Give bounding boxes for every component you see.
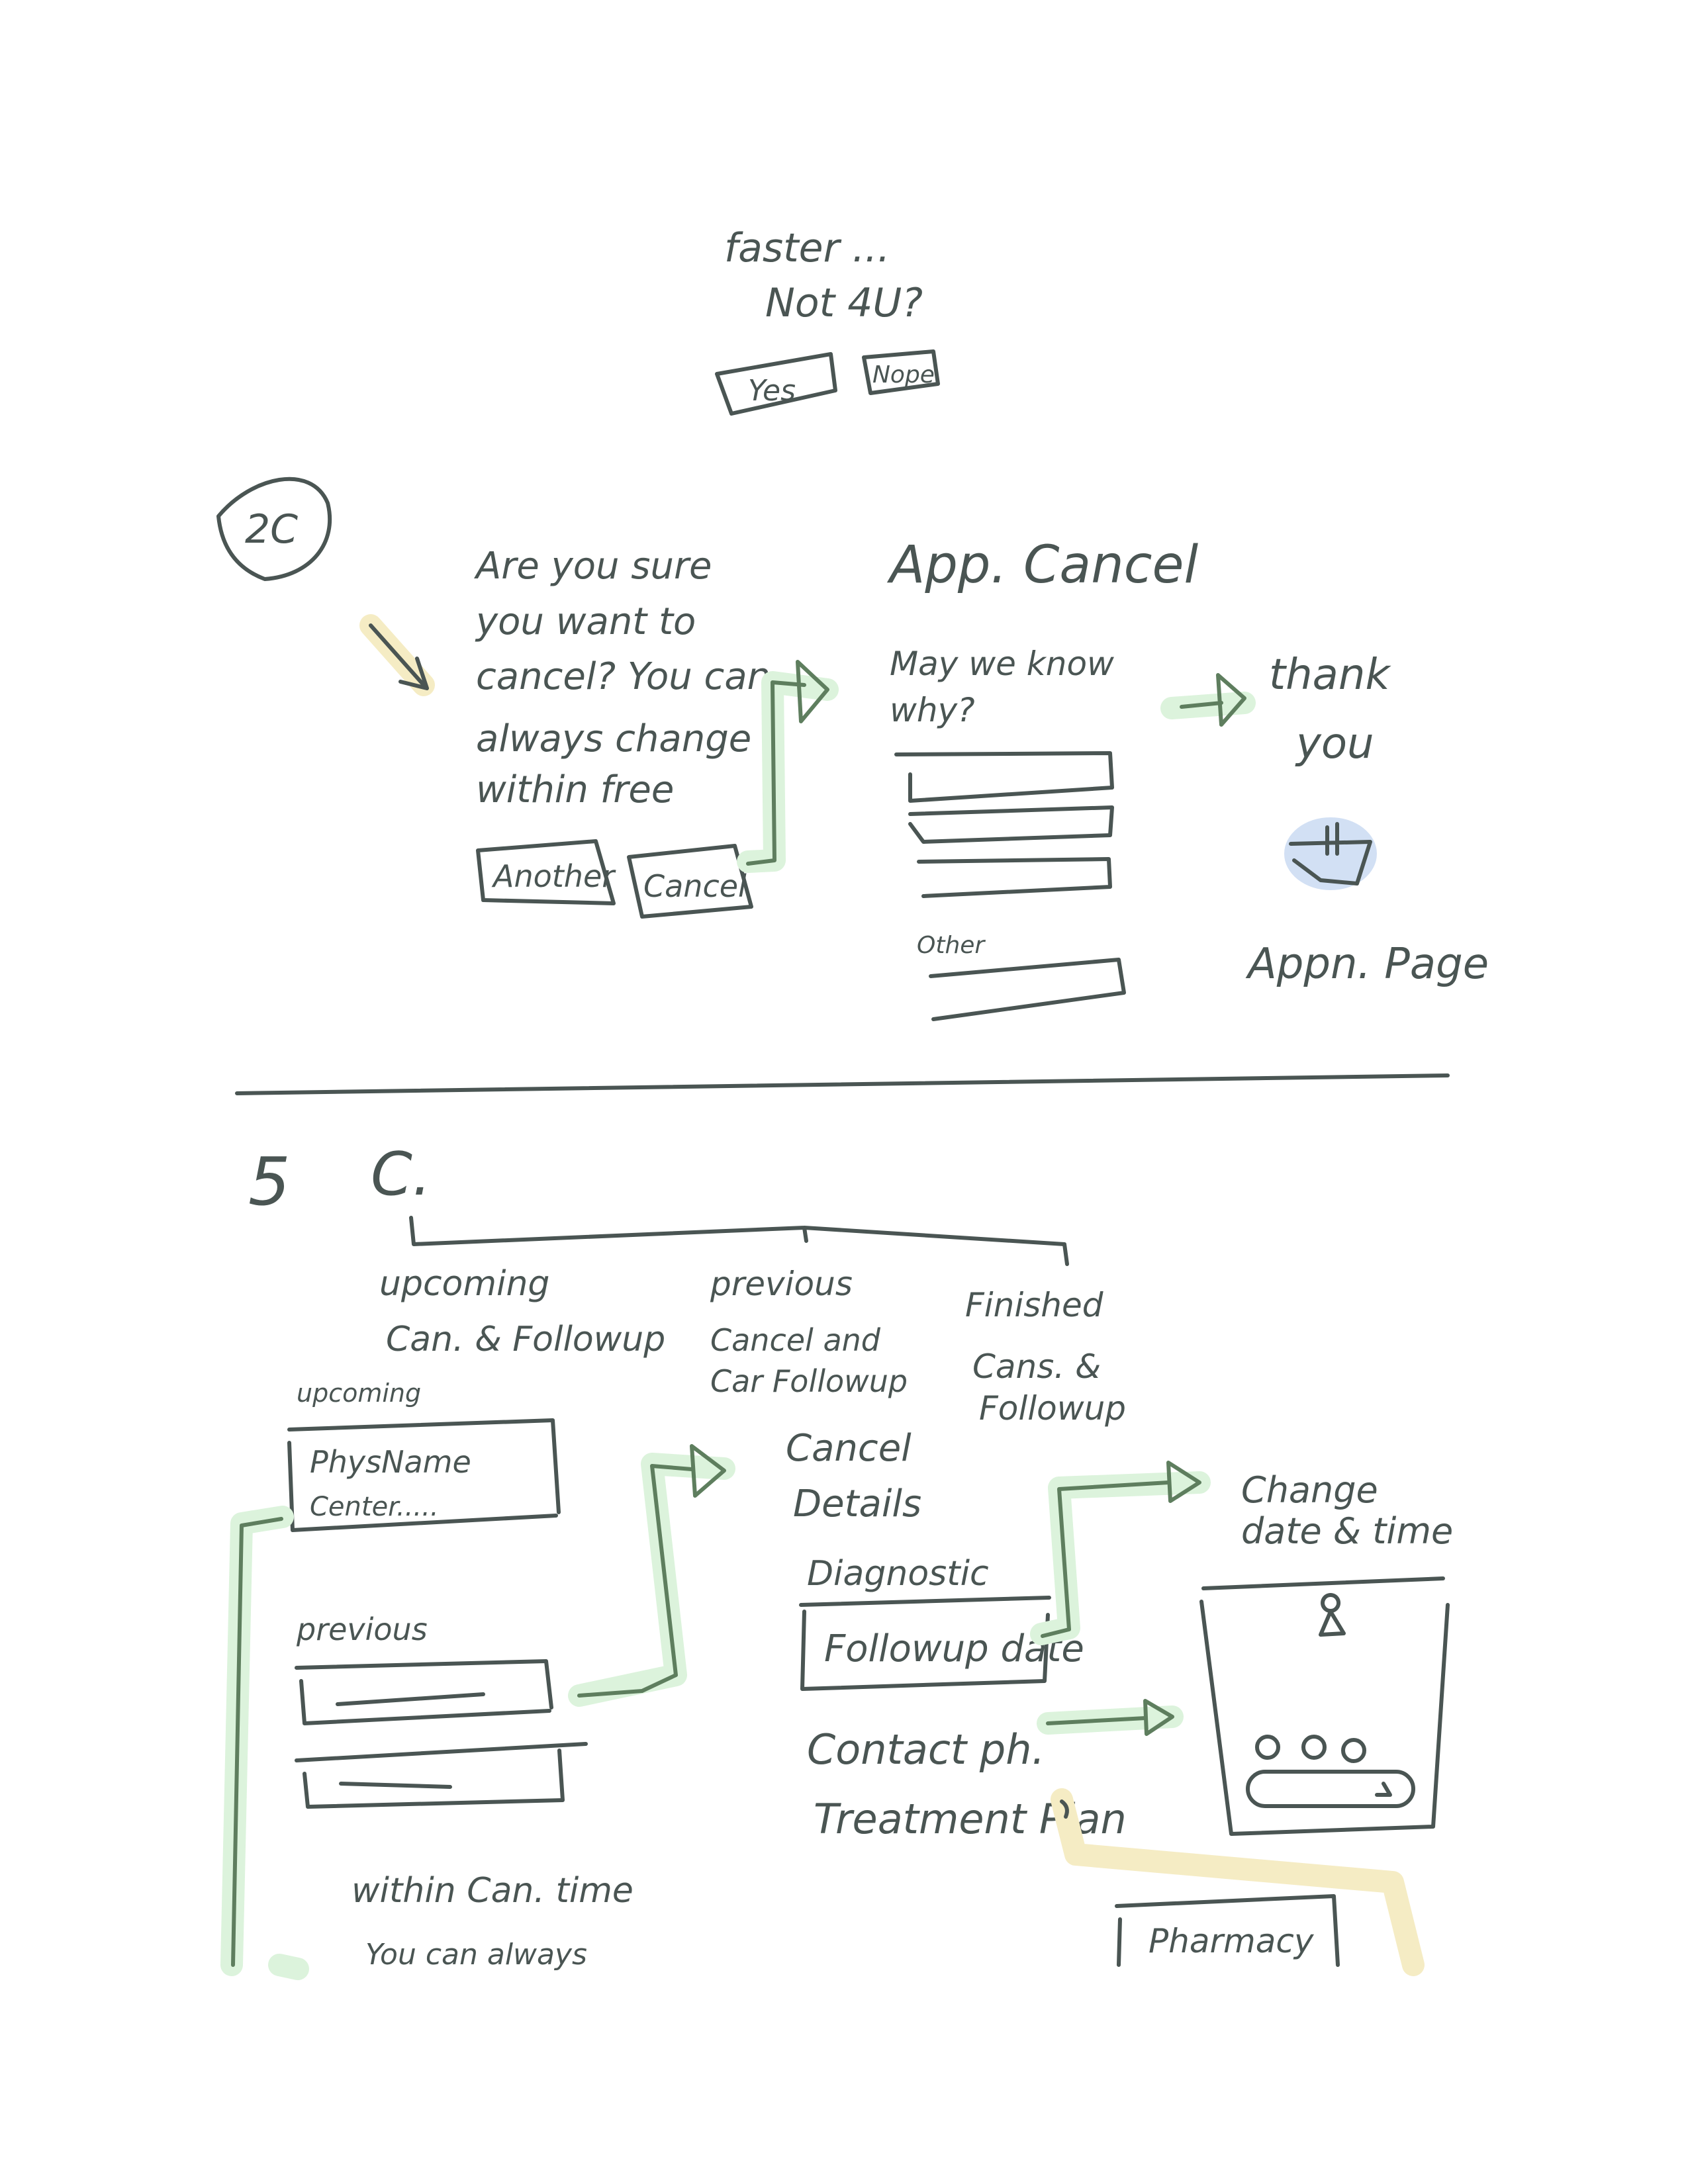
question-line: why? <box>890 691 975 729</box>
previous-card[interactable] <box>295 1659 553 1725</box>
category-label: Car Followup <box>710 1363 908 1399</box>
another-label: Another <box>491 858 616 894</box>
pharmacy-label: Pharmacy <box>1149 1922 1315 1960</box>
faster-text: faster ... <box>724 225 890 271</box>
you-can-text: You can always <box>365 1938 587 1972</box>
flow-arrow-icon <box>1030 1461 1211 1736</box>
reason-option[interactable] <box>908 805 1114 844</box>
top-prompt: faster ... Not 4U? Yes Nope <box>715 225 940 416</box>
category-upcoming[interactable]: upcoming Can. & Followup <box>379 1264 665 1359</box>
yes-label: Yes <box>748 374 796 408</box>
center-name: Center..... <box>310 1492 439 1522</box>
section-5c: 5 C. upcoming Can. & Followup previous C… <box>220 1140 1453 1980</box>
other-label: Other <box>917 932 986 959</box>
pharmacy-card[interactable]: Pharmacy <box>1115 1894 1340 1967</box>
confirm-line: always change <box>476 717 751 760</box>
confirm-line: within free <box>476 768 674 811</box>
category-label: upcoming <box>379 1264 549 1304</box>
not-for-you-text: Not 4U? <box>765 280 923 326</box>
section-number: 5 <box>248 1143 291 1220</box>
previous-card[interactable] <box>295 1742 588 1809</box>
category-label: Followup <box>979 1389 1126 1428</box>
app-page-label: Appn. Page <box>1245 940 1489 989</box>
change-date-screen: Change date & time <box>1199 1469 1453 1836</box>
within-text: within Can. time <box>352 1871 633 1911</box>
flow-arrow-icon <box>1160 673 1256 727</box>
section-title: C. <box>371 1140 431 1209</box>
confirm-line: you want to <box>475 600 696 643</box>
upcoming-card[interactable]: PhysName Center..... <box>287 1418 561 1532</box>
category-previous[interactable]: previous Cancel and Car Followup <box>710 1265 908 1399</box>
confirm-line: cancel? You can <box>476 655 771 698</box>
section-2c: 2C Are you sure you want to cancel? You … <box>216 477 1489 1021</box>
thanks-line: thank <box>1269 651 1391 700</box>
change-title: Change <box>1241 1469 1378 1511</box>
thank-you-screen: thank you Appn. Page <box>1245 651 1489 989</box>
app-cancel-screen: App. Cancel May we know why? Other <box>886 535 1199 1021</box>
diagnostic-label: Diagnostic <box>807 1554 989 1594</box>
change-title: date & time <box>1241 1510 1453 1552</box>
yes-button[interactable]: Yes <box>715 352 837 416</box>
thumbs-up-icon <box>1284 817 1377 890</box>
question-line: May we know <box>890 645 1114 683</box>
category-label: Finished <box>965 1286 1103 1324</box>
cancel-confirm-dialog: Are you sure you want to cancel? You can… <box>474 545 771 919</box>
upcoming-label: upcoming <box>297 1379 421 1408</box>
reason-option[interactable] <box>917 857 1112 898</box>
category-bracket <box>409 1216 1069 1266</box>
person-icon <box>1319 1593 1346 1637</box>
send-icon[interactable] <box>1375 1782 1392 1797</box>
nope-button[interactable]: Nope <box>862 349 940 395</box>
section-divider <box>235 1073 1450 1095</box>
section-badge: 2C <box>216 477 332 581</box>
details-title: Cancel <box>786 1427 912 1470</box>
yellow-flow-path <box>1051 1788 1425 1976</box>
phone-frame <box>1199 1576 1450 1836</box>
nope-label: Nope <box>872 361 935 388</box>
flow-arrow-icon <box>568 1444 735 1707</box>
reason-option[interactable] <box>894 751 1114 803</box>
app-cancel-title: App. Cancel <box>886 535 1199 595</box>
contact-label[interactable]: Contact ph. <box>807 1725 1045 1774</box>
thanks-line: you <box>1295 719 1374 768</box>
flow-arrow-icon <box>737 660 839 873</box>
other-input[interactable] <box>929 958 1126 1021</box>
flow-arrow-icon <box>220 1506 309 1980</box>
previous-label: previous <box>296 1612 428 1647</box>
cancel-label: Cancel <box>643 868 747 904</box>
confirm-line: Are you sure <box>474 545 712 588</box>
badge-label: 2C <box>245 506 298 553</box>
category-label: Cancel and <box>710 1322 881 1358</box>
emoji-icons <box>1255 1735 1366 1763</box>
message-input[interactable] <box>1246 1770 1415 1808</box>
category-label: Can. & Followup <box>386 1320 665 1359</box>
details-title: Details <box>793 1482 921 1525</box>
category-label: previous <box>710 1265 853 1303</box>
yellow-arrow-icon <box>359 614 435 696</box>
category-finished[interactable]: Finished Cans. & Followup <box>965 1286 1126 1428</box>
category-label: Cans. & <box>972 1347 1101 1386</box>
another-button[interactable]: Another <box>476 839 616 905</box>
physician-name: PhysName <box>310 1444 471 1480</box>
cancel-button[interactable]: Cancel <box>627 844 753 919</box>
